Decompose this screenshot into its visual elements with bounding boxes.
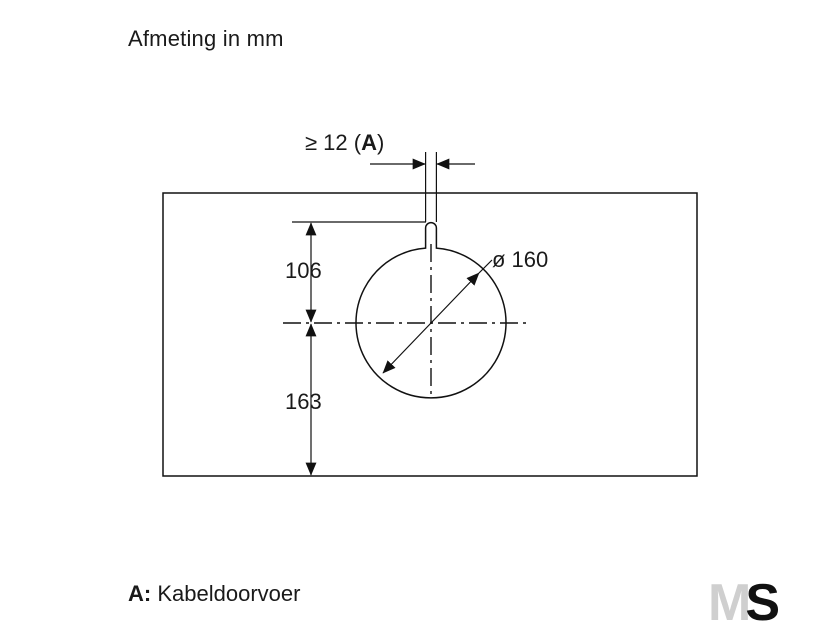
clearance-prefix: ≥ 12 ( bbox=[305, 130, 362, 155]
dimension-label-163: 163 bbox=[285, 389, 322, 414]
clearance-suffix: ) bbox=[377, 130, 384, 155]
logo-text: MS bbox=[708, 574, 778, 628]
diameter-label: ø 160 bbox=[492, 247, 548, 272]
clearance-label: ≥ 12 (A) bbox=[305, 130, 384, 155]
legend: A: Kabeldoorvoer bbox=[128, 581, 300, 607]
ms-logo: MS bbox=[708, 574, 784, 628]
clearance-key: A bbox=[361, 130, 377, 155]
panel-outline bbox=[162, 192, 698, 477]
circular-cutout-with-cable-slot bbox=[355, 221, 507, 399]
diameter-leader-line bbox=[478, 259, 493, 274]
legend-text: Kabeldoorvoer bbox=[157, 581, 301, 606]
logo-letter-s: S bbox=[745, 574, 778, 628]
dimension-label-106: 106 bbox=[285, 258, 322, 283]
page-title: Afmeting in mm bbox=[128, 26, 284, 51]
diameter-dimension-line bbox=[382, 272, 480, 374]
logo-letter-m: M bbox=[708, 574, 748, 628]
legend-key: A: bbox=[128, 581, 152, 606]
